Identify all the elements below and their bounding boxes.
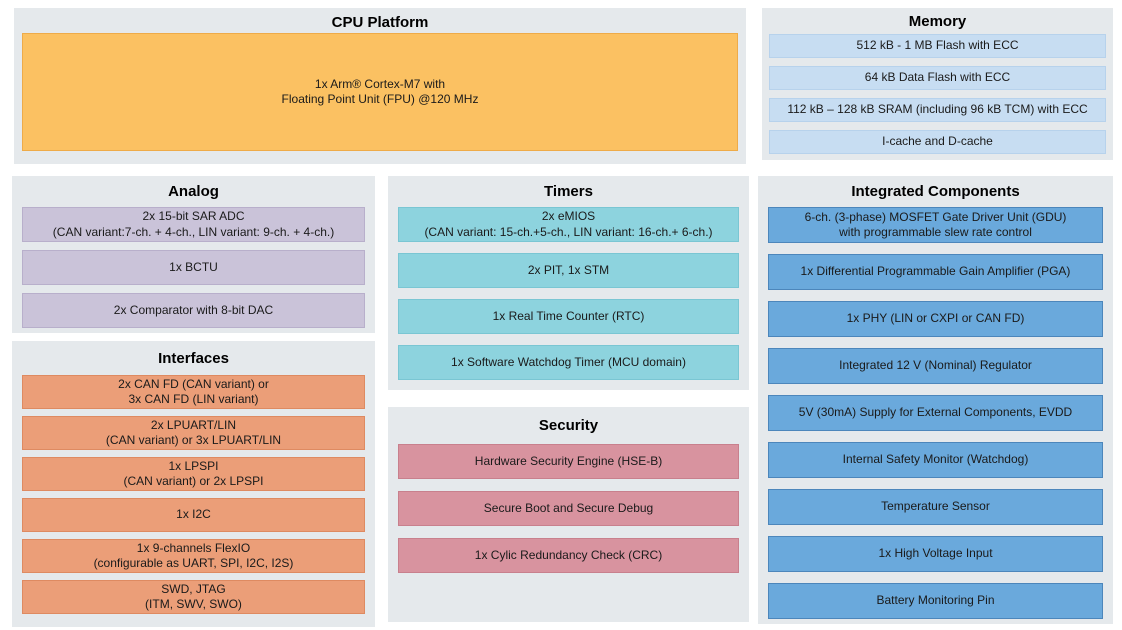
feature-block: 1x High Voltage Input xyxy=(768,536,1103,572)
feature-block: Secure Boot and Secure Debug xyxy=(398,491,739,526)
feature-block: 1x LPSPI (CAN variant) or 2x LPSPI xyxy=(22,457,365,491)
feature-block: 2x eMIOS (CAN variant: 15-ch.+5-ch., LIN… xyxy=(398,207,739,242)
feature-block: Internal Safety Monitor (Watchdog) xyxy=(768,442,1103,478)
security-blocks: Hardware Security Engine (HSE-B) Secure B… xyxy=(388,444,749,573)
feature-block: 64 kB Data Flash with ECC xyxy=(769,66,1106,90)
feature-block: 2x 15-bit SAR ADC (CAN variant:7-ch. + 4… xyxy=(22,207,365,242)
integrated-components-blocks: 6-ch. (3-phase) MOSFET Gate Driver Unit … xyxy=(758,207,1113,619)
feature-block: 2x PIT, 1x STM xyxy=(398,253,739,288)
feature-block: 2x LPUART/LIN (CAN variant) or 3x LPUART… xyxy=(22,416,365,450)
section-security: Security Hardware Security Engine (HSE-B… xyxy=(388,407,749,622)
feature-block: Battery Monitoring Pin xyxy=(768,583,1103,619)
feature-block: Temperature Sensor xyxy=(768,489,1103,525)
feature-block: Integrated 12 V (Nominal) Regulator xyxy=(768,348,1103,384)
feature-block: 5V (30mA) Supply for External Components… xyxy=(768,395,1103,431)
feature-block: 1x Cylic Redundancy Check (CRC) xyxy=(398,538,739,573)
feature-block: 112 kB – 128 kB SRAM (including 96 kB TC… xyxy=(769,98,1106,122)
feature-block: 1x Real Time Counter (RTC) xyxy=(398,299,739,334)
section-title-security: Security xyxy=(538,417,599,434)
section-title-cpu-platform: CPU Platform xyxy=(331,14,429,31)
feature-block: 1x I2C xyxy=(22,498,365,532)
feature-block: 1x PHY (LIN or CXPI or CAN FD) xyxy=(768,301,1103,337)
feature-block: 1x Software Watchdog Timer (MCU domain) xyxy=(398,345,739,380)
feature-block: I-cache and D-cache xyxy=(769,130,1106,154)
feature-block: 2x CAN FD (CAN variant) or 3x CAN FD (LI… xyxy=(22,375,365,409)
section-integrated-components: Integrated Components 6-ch. (3-phase) MO… xyxy=(758,176,1113,624)
section-title-analog: Analog xyxy=(168,183,219,200)
section-interfaces: Interfaces 2x CAN FD (CAN variant) or 3x… xyxy=(12,341,375,627)
section-title-timers: Timers xyxy=(544,183,593,200)
feature-block: 6-ch. (3-phase) MOSFET Gate Driver Unit … xyxy=(768,207,1103,243)
feature-block: 2x Comparator with 8-bit DAC xyxy=(22,293,365,328)
feature-block: 1x Differential Programmable Gain Amplif… xyxy=(768,254,1103,290)
memory-blocks: 512 kB - 1 MB Flash with ECC 64 kB Data F… xyxy=(762,34,1113,154)
feature-block: 1x BCTU xyxy=(22,250,365,285)
feature-block: 512 kB - 1 MB Flash with ECC xyxy=(769,34,1106,58)
section-title-interfaces: Interfaces xyxy=(158,350,229,367)
feature-block: SWD, JTAG (ITM, SWV, SWO) xyxy=(22,580,365,614)
feature-block: 1x Arm® Cortex-M7 with Floating Point Un… xyxy=(22,33,738,151)
section-analog: Analog 2x 15-bit SAR ADC (CAN variant:7-… xyxy=(12,176,375,333)
section-timers: Timers 2x eMIOS (CAN variant: 15-ch.+5-c… xyxy=(388,176,749,390)
timers-blocks: 2x eMIOS (CAN variant: 15-ch.+5-ch., LIN… xyxy=(388,207,749,380)
cpu-platform-blocks: 1x Arm® Cortex-M7 with Floating Point Un… xyxy=(14,33,746,151)
section-memory: Memory 512 kB - 1 MB Flash with ECC 64 kB… xyxy=(762,8,1113,160)
section-title-integrated-components: Integrated Components xyxy=(851,183,1020,200)
analog-blocks: 2x 15-bit SAR ADC (CAN variant:7-ch. + 4… xyxy=(12,207,375,328)
feature-block: 1x 9-channels FlexIO (configurable as UA… xyxy=(22,539,365,573)
section-title-memory: Memory xyxy=(908,13,967,30)
feature-block: Hardware Security Engine (HSE-B) xyxy=(398,444,739,479)
interfaces-blocks: 2x CAN FD (CAN variant) or 3x CAN FD (LI… xyxy=(12,375,375,614)
section-cpu-platform: CPU Platform 1x Arm® Cortex-M7 with Floa… xyxy=(14,8,746,164)
